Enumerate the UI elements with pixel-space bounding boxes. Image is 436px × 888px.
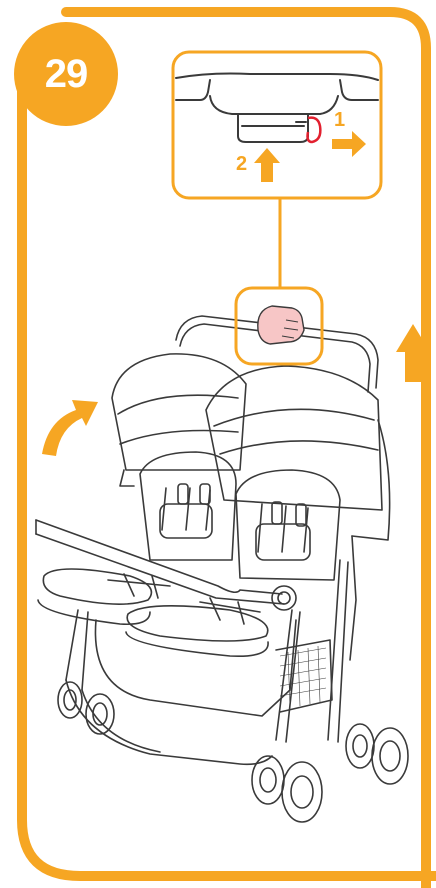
curved-arrow-icon bbox=[42, 400, 98, 456]
lift-arrow-up-icon bbox=[396, 324, 430, 382]
hand-icon bbox=[258, 306, 304, 344]
